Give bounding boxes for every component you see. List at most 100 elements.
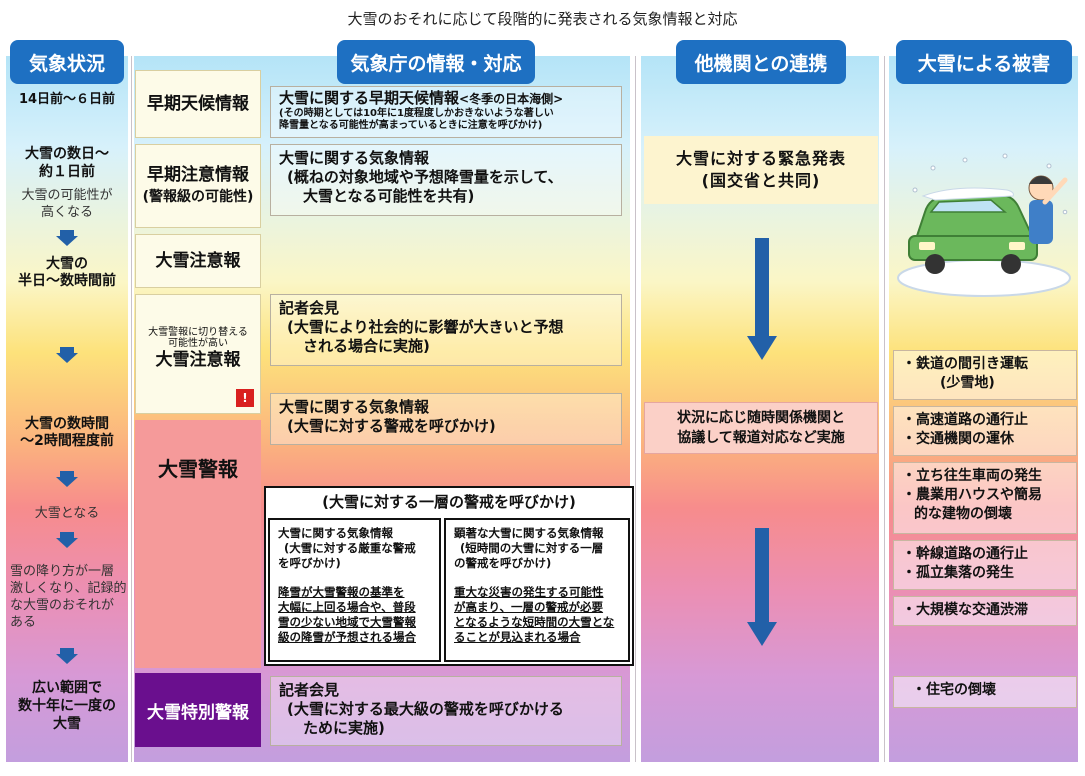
box-line: 協議して報道対応など実施 [677,430,845,446]
situation-possibility-2: 高くなる [40,205,93,220]
label-warning: 大雪警報 [158,457,238,481]
snow-car-illustration [897,153,1071,297]
box-tag: <冬季の日本海側> [459,92,564,106]
arrow-down-icon [60,471,74,477]
label-text: 大雪特別警報 [147,702,249,723]
damage-text: ・農業用ハウスや簡易 [902,487,1042,503]
header-damage: 大雪による被害 [896,40,1072,84]
arrow-down-icon [60,532,74,538]
alert-box-left: 大雪に関する気象情報 (大雪に対する厳重な警戒 を呼びかけ) 降雪が大雪警報の基… [268,518,441,662]
separator [884,56,885,762]
box-line: (大雪により社会的に影響が大きいと予想 [287,318,564,336]
alert-text: 大幅に上回る場合や、普段 [278,600,416,614]
alert-text: 降雪が大雪警報の基準を [278,585,405,599]
label-text: 早期注意情報 [147,165,249,185]
arrow-down-icon [60,347,74,353]
box-title: 状況に応じ随時関係機関と [677,410,845,426]
arrow-down-icon [747,622,777,646]
situation-half-day: 大雪の [46,256,88,272]
arrow-down-icon [56,236,78,246]
damage-text: ・大規模な交通渋滞 [902,602,1028,618]
header-jma: 気象庁の情報・対応 [337,40,535,84]
box-press-2: 記者会見 (大雪に対する最大級の警戒を呼びかける ために実施) [270,676,622,746]
alert-text: 重大な災害の発生する可能性 [454,585,604,599]
header-situation: 気象状況 [10,40,124,84]
exclamation-icon: ! [236,389,254,407]
damage-text: ・住宅の倒壊 [912,682,996,698]
alert-title: (大雪に対する一層の警戒を呼びかけ) [322,493,576,511]
arrow-down-icon [755,238,769,338]
label-text: 早期天候情報 [147,94,249,114]
box-weather-info-2: 大雪に関する気象情報 (大雪に対する警戒を呼びかけ) [270,393,622,445]
label-note: 大雪警報に切り替える [148,327,248,338]
arrow-down-icon [747,336,777,360]
situation-hours: 大雪の数時間 [25,416,109,432]
damage-item-stranded: ・立ち往生車両の発生 ・農業用ハウスや簡易 的な建物の倒壊 [893,462,1077,534]
box-weather-info-1: 大雪に関する気象情報 (概ねの対象地域や予想降雪量を示して、 大雪となる可能性を… [270,144,622,216]
arrow-down-icon [56,654,78,664]
box-title: 大雪に関する気象情報 [279,149,430,167]
box-title: 記者会見 [279,681,340,699]
damage-text: (少雪地) [940,375,995,391]
alert-text: を呼びかけ) [278,556,341,570]
box-sub: (その時期としては10年に1度程度しかおきないような著しい [279,108,554,119]
situation-14days: 14日前～６日前 [18,92,116,107]
alert-text: 級の降雪が予想される場合 [278,630,416,644]
box-line: (大雪に対する警戒を呼びかけ) [287,417,496,435]
label-note: 可能性が高い [168,338,228,349]
situation-decades-3: 大雪 [53,716,81,732]
box-title: 大雪に対する緊急発表 [675,149,846,168]
box-early-info: 大雪に関する早期天候情報<冬季の日本海側> (その時期としては10年に1度程度し… [270,86,622,138]
box-emergency: 大雪に対する緊急発表 (国交省と共同) [644,136,878,204]
damage-item-house-collapse: ・住宅の倒壊 [893,676,1077,708]
label-text: 大雪注意報 [155,350,241,370]
box-title: 大雪に関する早期天候情報 [279,89,460,107]
situation-decades-2: 数十年に一度の [18,698,116,714]
situation-intense-2: 激しくなり、記録的 [10,581,127,596]
alert-box-right: 顕著な大雪に関する気象情報 (短時間の大雪に対する一層 の警戒を呼びかけ) 重大… [444,518,630,662]
damage-text: ・孤立集落の発生 [902,565,1014,581]
box-line: (国交省と共同) [701,171,821,190]
alert-text: の警戒を呼びかけ) [454,556,552,570]
arrow-down-icon [56,353,78,363]
box-line: ために実施) [303,719,385,737]
alert-text: 顕著な大雪に関する気象情報 [454,526,604,540]
warning-band [135,420,261,668]
arrow-down-icon [60,230,74,236]
damage-item-railway: ・鉄道の間引き運転 (少雪地) [893,350,1077,400]
box-line: 大雪となる可能性を共有) [303,187,475,205]
damage-text: 的な建物の倒壊 [914,506,1012,522]
situation-hours-2: ～2時間程度前 [20,433,114,449]
header-coop: 他機関との連携 [676,40,846,84]
arrow-down-icon [56,538,78,548]
situation-possibility: 大雪の可能性が [21,188,113,203]
label-special-warning: 大雪特別警報 [135,673,261,747]
damage-text: ・交通機関の運休 [902,431,1014,447]
alert-text: 大雪に関する気象情報 [278,526,393,540]
alert-text: ることが見込まれる場合 [454,630,581,644]
situation-intense-3: な大雪のおそれが [10,598,115,613]
arrow-down-icon [60,648,74,654]
box-title: 記者会見 [279,299,340,317]
situation-half-day-2: 半日～数時間前 [18,273,116,289]
damage-text: ・高速道路の通行止 [902,412,1028,428]
damage-text: ・立ち往生車両の発生 [902,468,1042,484]
box-report: 状況に応じ随時関係機関と 協議して報道対応など実施 [644,402,878,454]
box-line: される場合に実施) [303,337,430,355]
situation-1day-before: 約１日前 [39,164,95,180]
box-sub: 降雪量となる可能性が高まっているときに注意を呼びかけ) [279,120,543,131]
damage-item-traffic-jam: ・大規模な交通渋滞 [893,596,1077,626]
separator [131,56,132,762]
arrow-down-icon [755,528,769,624]
alert-text: となるような短時間の大雪とな [454,615,615,629]
damage-text: ・幹線道路の通行止 [902,546,1028,562]
box-press-1: 記者会見 (大雪により社会的に影響が大きいと予想 される場合に実施) [270,294,622,366]
situation-intense-4: ある [10,615,37,630]
damage-text: ・鉄道の間引き運転 [902,356,1028,372]
situation-days-before: 大雪の数日～ [25,146,109,162]
label-text: 大雪注意報 [155,251,241,271]
alert-text: (大雪に対する厳重な警戒 [284,541,416,555]
label-subtext: (警報級の可能性) [142,189,254,205]
label-advisory: 大雪注意報 [135,234,261,288]
box-line: (大雪に対する最大級の警戒を呼びかける [287,700,564,718]
